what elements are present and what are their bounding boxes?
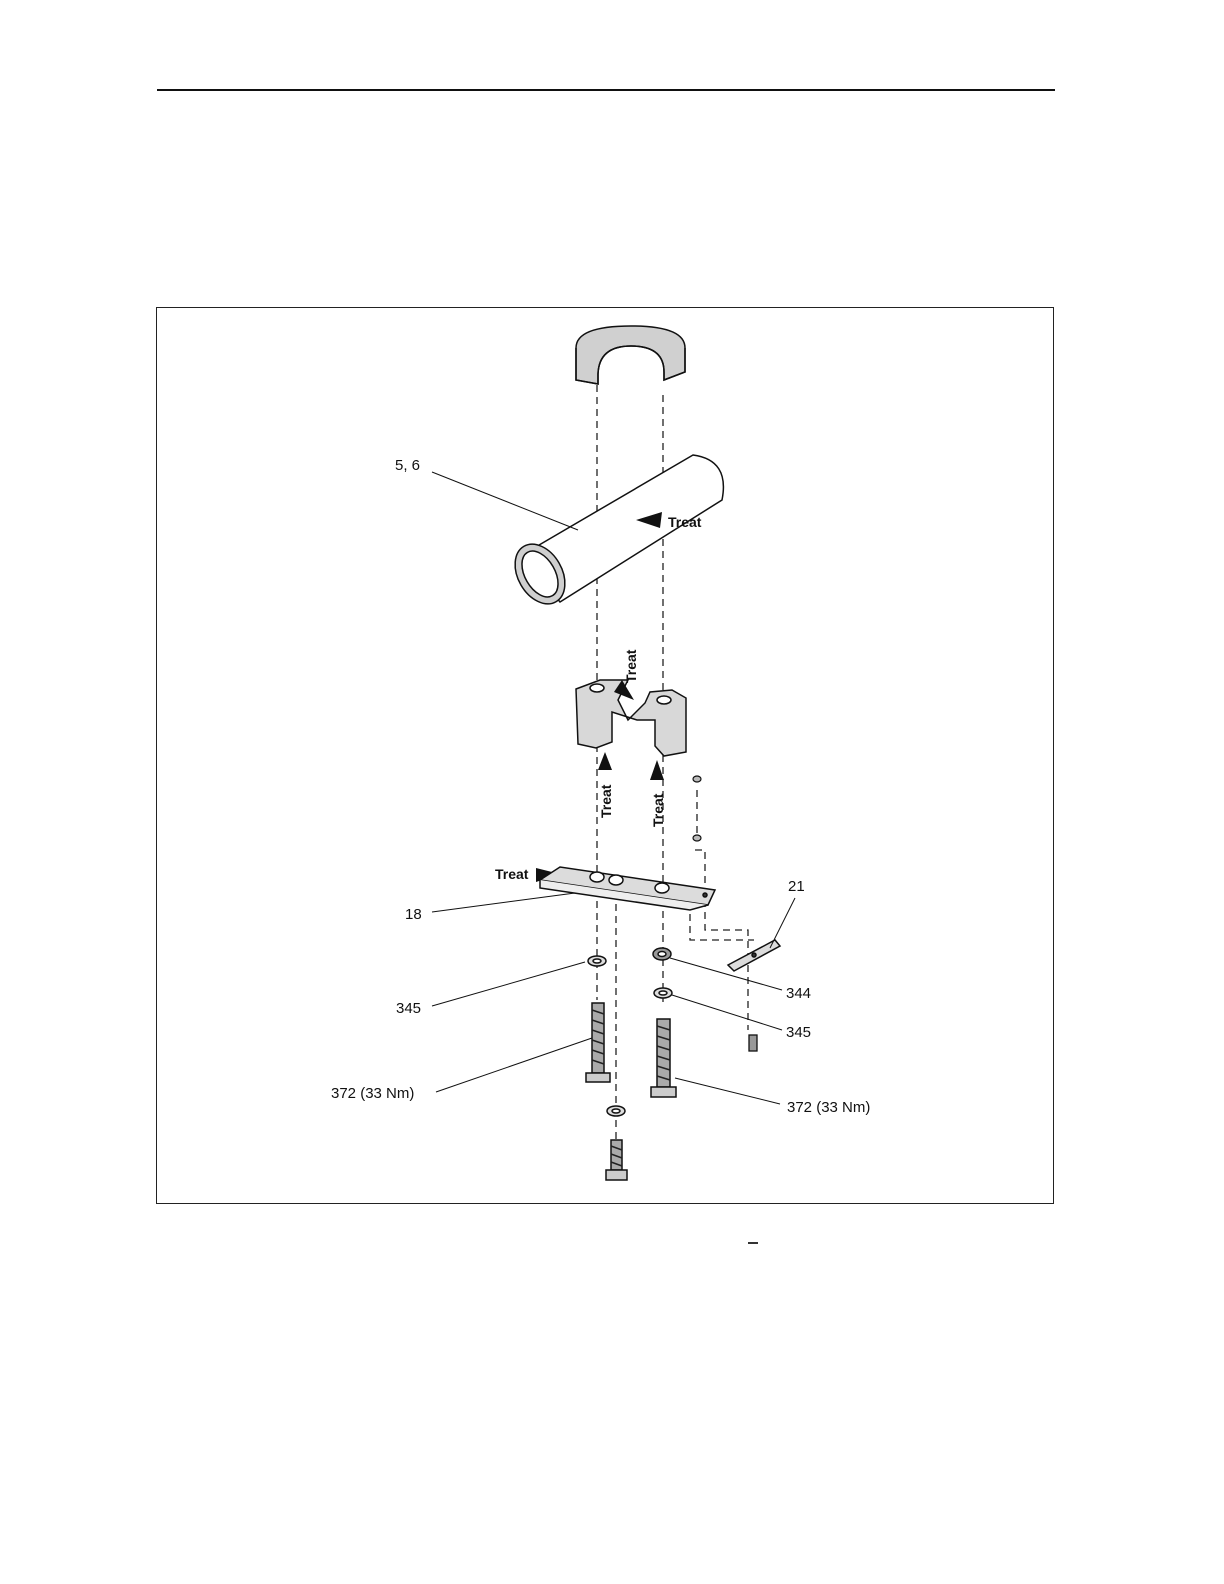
callout-bolt-left: 372 (33 Nm) xyxy=(331,1085,414,1102)
bolt-right-372 xyxy=(651,1019,676,1097)
treat-arrow-right-hole xyxy=(650,760,664,780)
callout-bracket: 21 xyxy=(788,878,805,895)
callout-tube: 5, 6 xyxy=(395,457,420,474)
treat-label-tube: Treat xyxy=(668,514,702,530)
upper-clamp-half xyxy=(576,326,685,384)
small-screw xyxy=(749,1035,757,1051)
plate-part xyxy=(540,867,715,910)
callout-lockwasher-right: 344 xyxy=(786,985,811,1002)
treat-arrow-left-hole xyxy=(598,752,612,770)
callout-washer-left: 345 xyxy=(396,1000,421,1017)
callout-washer-right: 345 xyxy=(786,1024,811,1041)
tube-part xyxy=(505,455,723,613)
treat-label-plate: Treat xyxy=(495,866,529,882)
lower-clamp-block xyxy=(576,680,686,756)
page-mark xyxy=(748,1242,758,1244)
bolt-left-372 xyxy=(586,1003,610,1082)
bolt-bottom xyxy=(606,1140,627,1180)
treat-label-right-hole: Treat xyxy=(650,793,666,827)
callout-bolt-right: 372 (33 Nm) xyxy=(787,1099,870,1116)
callout-plate: 18 xyxy=(405,906,422,923)
treat-label-clamp: Treat xyxy=(623,649,639,683)
treat-label-left-hole: Treat xyxy=(598,784,614,818)
